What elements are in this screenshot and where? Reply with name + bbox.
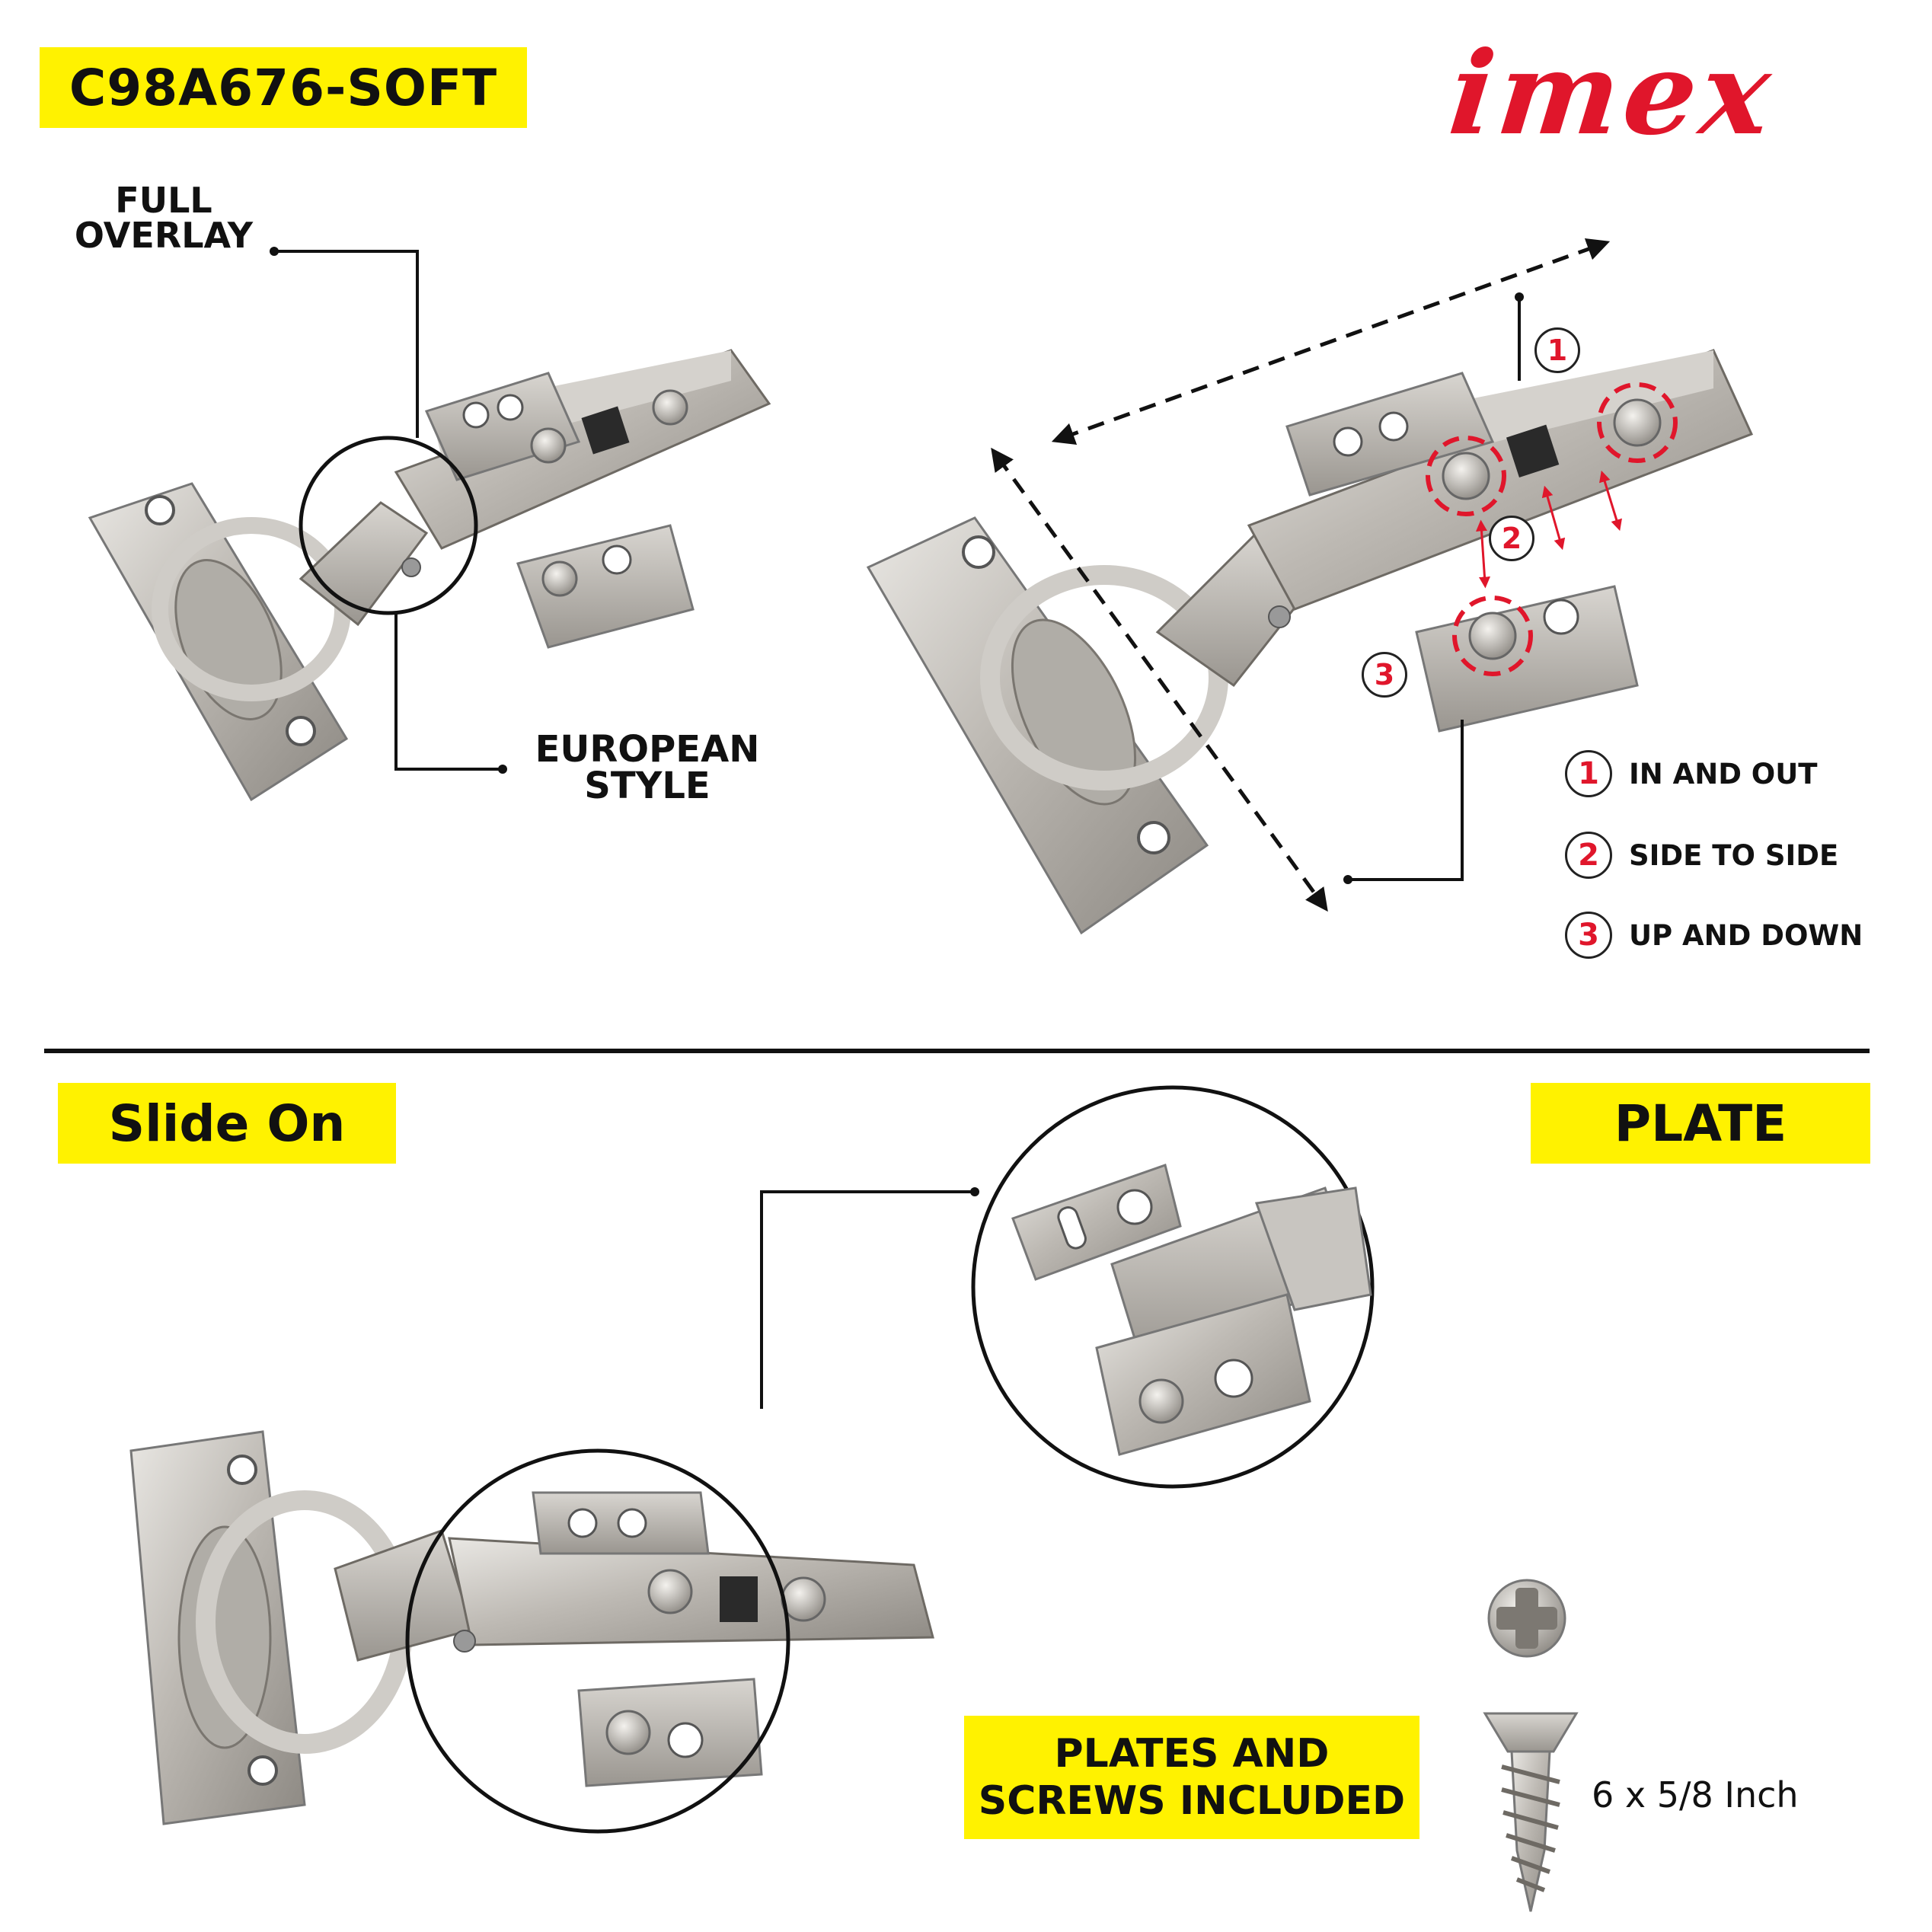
legend-number: 1 (1565, 750, 1612, 797)
slide-on-magnifier-circle (405, 1448, 790, 1834)
hinge-slide-on-view (129, 1430, 934, 1825)
screw-size-label: 6 x 5/8 Inch (1592, 1774, 1843, 1815)
legend-number: 3 (1565, 912, 1612, 959)
style-callout-line (394, 613, 503, 771)
plate-label: PLATE (1531, 1083, 1870, 1164)
legend-row-side-to-side: 2 SIDE TO SIDE (1565, 832, 1838, 879)
legend-number: 2 (1565, 832, 1612, 879)
brand-name: imex (1443, 27, 1781, 161)
plates-and-screws-label: PLATES AND SCREWS INCLUDED (964, 1716, 1419, 1839)
legend-row-in-out: 1 IN AND OUT (1565, 750, 1818, 797)
up-down-dashed-arrow (991, 447, 1328, 912)
legend-text: UP AND DOWN (1629, 918, 1863, 952)
european-style-label: EUROPEAN STYLE (535, 728, 760, 807)
imex-logo: imex (1444, 27, 1860, 161)
overlay-callout-line (274, 250, 419, 438)
legend-text: IN AND OUT (1629, 757, 1818, 790)
screw-head-image (1487, 1579, 1566, 1658)
screw-size-text: 6 x 5/8 Inch (1592, 1774, 1799, 1815)
slide-on-text: Slide On (108, 1094, 346, 1153)
overlay-magnifier-circle (299, 436, 478, 615)
legend-row-up-down: 3 UP AND DOWN (1565, 912, 1863, 959)
screw-side-image (1483, 1712, 1579, 1912)
plates-and-screws-text: PLATES AND SCREWS INCLUDED (978, 1730, 1406, 1824)
marker-2: 2 (1489, 516, 1534, 561)
hinge-closeup-top-left (88, 349, 771, 802)
model-code-label: C98A676-SOFT (40, 47, 527, 128)
marker-1: 1 (1534, 327, 1580, 373)
adjust-screw-circle-3 (1452, 596, 1533, 676)
full-overlay-label: FULL OVERLAY (74, 180, 254, 256)
model-code-text: C98A676-SOFT (69, 58, 498, 117)
marker-3: 3 (1362, 652, 1407, 698)
adjust-screw-circle-1 (1426, 436, 1506, 516)
mounting-plate-image (1011, 1164, 1372, 1456)
slide-on-label: Slide On (58, 1083, 396, 1164)
legend-text: SIDE TO SIDE (1629, 838, 1839, 872)
in-out-dashed-arrow (1051, 238, 1611, 445)
plate-callout-line (760, 1190, 975, 1409)
plate-text: PLATE (1614, 1094, 1787, 1153)
